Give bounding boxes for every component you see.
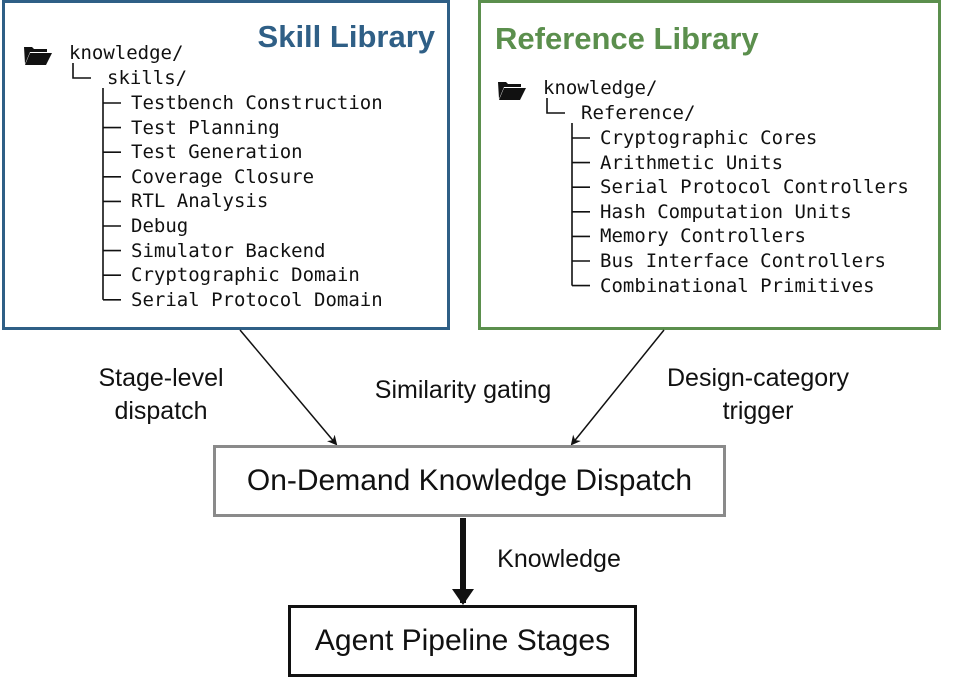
- reference-library-title: Reference Library: [495, 21, 759, 56]
- reference-tree-item: Cryptographic Cores: [600, 127, 818, 149]
- skill-tree-item: Serial Protocol Domain: [131, 288, 383, 311]
- reference-tree-item: Serial Protocol Controllers: [600, 176, 909, 199]
- reference-root-folder: knowledge/: [543, 77, 658, 99]
- design-category-trigger-line: trigger: [722, 397, 794, 425]
- pipeline-node-label: Agent Pipeline Stages: [314, 624, 611, 657]
- skill-tree-item: Simulator Backend: [131, 239, 326, 262]
- reference-tree-connectors: [546, 98, 590, 287]
- knowledge-label: Knowledge: [497, 545, 621, 573]
- reference-subfolder: Reference/: [581, 102, 696, 124]
- agent-pipeline-stages-node: Agent Pipeline Stages: [288, 605, 637, 677]
- stage-level-dispatch-text: Stage-level dispatch: [82, 362, 240, 428]
- on-demand-knowledge-dispatch-node: On-Demand Knowledge Dispatch: [213, 445, 726, 517]
- stage-level-dispatch-label: Stage-level dispatch: [82, 362, 240, 428]
- design-category-trigger-text: Design-category trigger: [645, 362, 871, 428]
- skill-tree-item: Coverage Closure: [131, 165, 315, 188]
- reference-to-dispatch-arrow: [570, 329, 665, 446]
- skill-to-dispatch-arrow: [239, 329, 338, 446]
- open-folder-icon: [498, 82, 526, 100]
- skill-subfolder: skills/: [107, 67, 188, 89]
- reference-library-panel: Reference Library knowledge/Reference/Cr…: [478, 0, 941, 330]
- skill-tree-item: Debug: [131, 215, 189, 237]
- reference-tree-item: Memory Controllers: [600, 225, 806, 248]
- open-folder-icon: [24, 47, 52, 65]
- skill-tree-item: Testbench Construction: [131, 92, 383, 114]
- reference-tree-item: Bus Interface Controllers: [600, 250, 886, 272]
- stage-level-dispatch-line: dispatch: [114, 397, 208, 425]
- skill-tree-item: Cryptographic Domain: [131, 264, 360, 287]
- skill-root-folder: knowledge/: [69, 42, 184, 64]
- skill-library-title: Skill Library: [257, 19, 435, 54]
- skill-tree-item: Test Planning: [131, 116, 280, 139]
- skill-tree-item: RTL Analysis: [131, 190, 269, 213]
- dispatch-node-label: On-Demand Knowledge Dispatch: [246, 464, 693, 497]
- design-category-trigger-line: Design-category: [666, 364, 850, 392]
- skill-library-panel: Skill Library knowledge/skills/Testbench…: [2, 0, 450, 330]
- reference-tree-item: Combinational Primitives: [600, 274, 875, 297]
- skill-tree-item: Test Generation: [131, 141, 303, 164]
- design-category-trigger-label: Design-category trigger: [645, 362, 871, 428]
- skill-tree-connectors: [72, 63, 121, 301]
- reference-tree-item: Hash Computation Units: [600, 200, 852, 223]
- stage-level-dispatch-line: Stage-level: [98, 364, 224, 392]
- similarity-gating-label: Similarity gating: [374, 376, 552, 404]
- reference-tree-item: Arithmetic Units: [600, 151, 784, 174]
